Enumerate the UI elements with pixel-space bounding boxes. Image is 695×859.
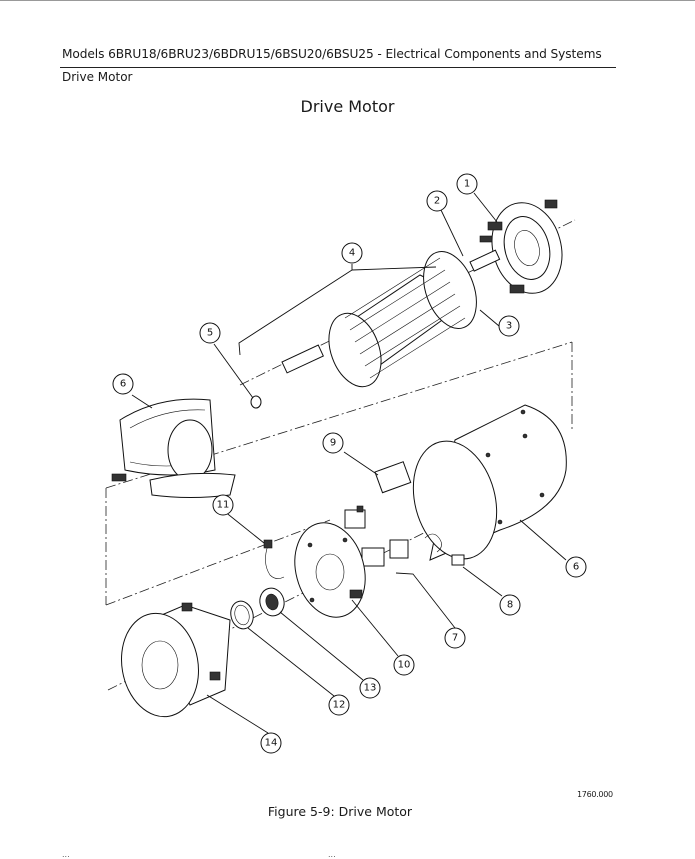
field-coil-part (111, 398, 236, 498)
leader-2 (440, 209, 464, 257)
callout-7: 7 (444, 627, 466, 649)
callout-13: 13 (359, 677, 381, 699)
callout-10-label: 10 (398, 660, 411, 671)
callout-9: 9 (322, 432, 344, 454)
callout-1: 1 (456, 173, 478, 195)
figure-code: 1760.000 (577, 790, 613, 799)
leader-7 (395, 572, 456, 629)
leader-12 (247, 627, 335, 697)
callout-14-label: 14 (265, 738, 278, 749)
header-section: Drive Motor (62, 70, 133, 84)
leader-3 (479, 309, 500, 327)
leader-4 (238, 264, 353, 356)
washer-part (250, 395, 262, 409)
callout-7-label: 7 (452, 633, 458, 644)
callout-5-label: 5 (207, 328, 213, 339)
callout-13-label: 13 (364, 683, 377, 694)
leader-1 (473, 192, 498, 223)
leader-14 (206, 694, 269, 734)
figure-caption: Figure 5-9: Drive Motor (267, 804, 413, 819)
callout-6-coil-label: 6 (120, 379, 126, 390)
callout-12-label: 12 (333, 700, 346, 711)
callout-14: 14 (260, 732, 282, 754)
header-rule (60, 67, 616, 68)
callout-6-frame-label: 6 (573, 562, 579, 573)
leader-13 (279, 611, 364, 681)
drive-motor-exploded-diagram: 1 2 3 4 5 6 6 7 8 9 10 11 12 13 14 (105, 173, 587, 754)
connector-part (451, 554, 465, 566)
callout-3-label: 3 (506, 321, 512, 332)
brush-plate-part (294, 522, 366, 618)
callout-1-label: 1 (464, 179, 470, 190)
spring-part (424, 533, 442, 553)
leader-8 (462, 566, 503, 597)
callout-6-frame: 6 (565, 556, 587, 578)
diagonal-frame-line (105, 519, 331, 606)
armature-part (281, 249, 501, 388)
leader-6b (519, 519, 567, 561)
callout-12: 12 (328, 694, 350, 716)
end-cap-part (121, 602, 231, 718)
callout-8: 8 (499, 594, 521, 616)
sensor-wire-part (265, 544, 285, 579)
callout-5: 5 (199, 322, 221, 344)
leader-9 (343, 451, 379, 476)
footer-center-fragment: ... (328, 850, 336, 859)
callout-11: 11 (212, 494, 234, 516)
header-title: Models 6BRU18/6BRU23/6BDRU15/6BSU20/6BSU… (62, 47, 602, 61)
callout-9-label: 9 (330, 438, 336, 449)
motor-frame-part (412, 404, 567, 561)
callout-6-coil: 6 (112, 373, 134, 395)
leader-11 (223, 510, 265, 544)
callout-4-label: 4 (349, 248, 355, 259)
page-heading: Drive Motor (300, 97, 395, 116)
leader-4b (351, 266, 437, 271)
leader-5 (213, 343, 254, 399)
leader-10 (351, 599, 399, 657)
callout-3: 3 (498, 315, 520, 337)
retaining-ring-part (230, 600, 254, 630)
end-bell-part (479, 199, 563, 294)
callout-2: 2 (426, 190, 448, 212)
top-rule (0, 0, 695, 1)
callout-11-label: 11 (217, 500, 230, 511)
callout-10: 10 (393, 654, 415, 676)
callout-8-label: 8 (507, 600, 513, 611)
leader-6a (131, 394, 153, 409)
footer-left-fragment: ... (62, 850, 70, 859)
callout-2-label: 2 (434, 196, 440, 207)
callout-4: 4 (341, 242, 363, 264)
